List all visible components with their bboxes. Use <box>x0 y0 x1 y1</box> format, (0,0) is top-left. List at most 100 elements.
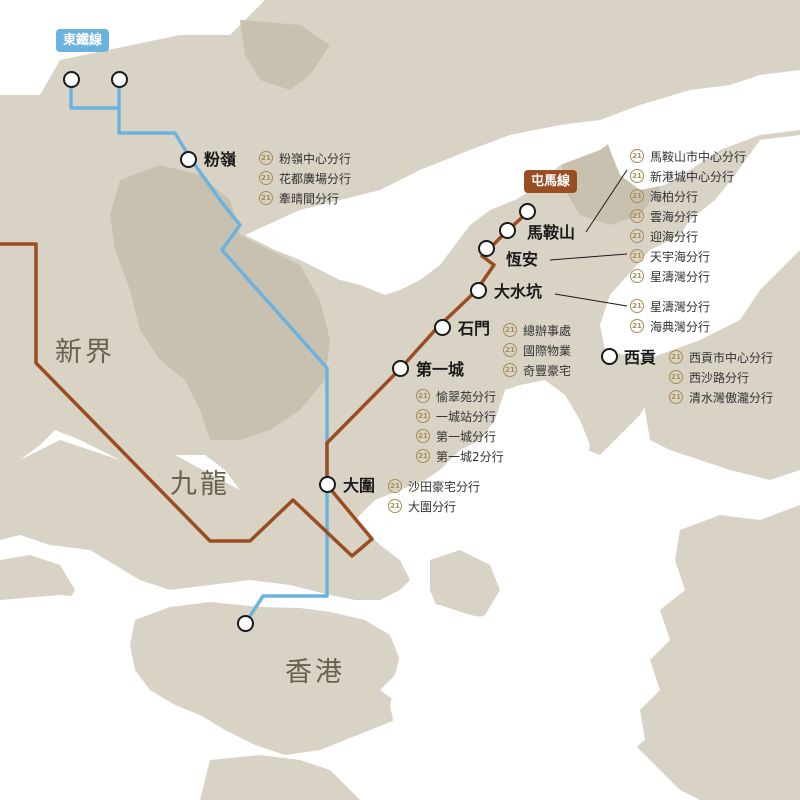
branch-label: 總辦事處 <box>523 323 572 338</box>
station-fanling[interactable] <box>180 151 197 168</box>
centaline-badge-icon: 21 <box>416 389 430 403</box>
branch-item[interactable]: 21 牽晴間分行 <box>259 188 351 208</box>
branch-item[interactable]: 21 第一城2分行 <box>416 446 504 466</box>
harbour-sea <box>0 585 700 800</box>
tuen-ma-line-label[interactable]: 屯馬線 <box>524 170 578 193</box>
branch-item[interactable]: 21 總辦事處 <box>503 320 571 340</box>
tolo-harbour-sea <box>245 120 620 295</box>
branch-item[interactable]: 21 花都廣場分行 <box>259 168 351 188</box>
centaline-badge-icon: 21 <box>630 319 644 333</box>
branch-item[interactable]: 21 一城站分行 <box>416 406 504 426</box>
centaline-badge-icon: 21 <box>416 449 430 463</box>
station-fanling-name: 粉嶺 <box>204 150 237 169</box>
station-city-one-name: 第一城 <box>416 360 465 379</box>
centaline-badge-icon: 21 <box>503 323 517 337</box>
station-city-one[interactable] <box>392 360 409 377</box>
branch-item[interactable]: 21 清水灣傲瀧分行 <box>669 387 773 407</box>
centaline-badge-icon: 21 <box>259 171 273 185</box>
branch-label: 第一城2分行 <box>436 449 504 464</box>
tolo-channel-sea <box>600 70 800 190</box>
branch-item[interactable]: 21 星濤灣分行 <box>630 266 710 286</box>
tuen-ma-terminus-station[interactable] <box>519 203 536 220</box>
station-sai-kung-name: 西貢 <box>624 348 657 367</box>
centaline-badge-icon: 21 <box>503 343 517 357</box>
branch-item[interactable]: 21 國際物業 <box>503 340 571 360</box>
branch-label: 天宇海分行 <box>650 249 711 264</box>
station-ma-on-shan-name: 馬鞍山 <box>527 223 576 242</box>
hill-north <box>240 20 330 90</box>
branch-item[interactable]: 21 大圍分行 <box>388 496 480 516</box>
branch-label: 清水灣傲瀧分行 <box>689 390 774 405</box>
centaline-badge-icon: 21 <box>388 479 402 493</box>
south-land <box>200 755 360 800</box>
centaline-badge-icon: 21 <box>630 299 644 313</box>
ma-on-shan-pointer <box>585 169 628 233</box>
east-rail-terminus-station-2[interactable] <box>111 71 128 88</box>
east-rail-line-label[interactable]: 東鐵線 <box>56 29 110 52</box>
kowloon-land <box>0 440 410 600</box>
centaline-badge-icon: 21 <box>503 363 517 377</box>
small-island-land <box>430 550 500 625</box>
centaline-badge-icon: 21 <box>630 249 644 263</box>
centaline-badge-icon: 21 <box>388 499 402 513</box>
centaline-badge-icon: 21 <box>259 191 273 205</box>
branch-label: 海典灣分行 <box>650 319 711 334</box>
branch-label: 大圍分行 <box>408 499 457 514</box>
branch-label: 星濤灣分行 <box>650 269 711 284</box>
east-rail-hong-kong-station[interactable] <box>237 615 254 632</box>
sai-kung-peninsula-land <box>645 250 800 480</box>
station-heng-on-name: 恆安 <box>506 250 539 269</box>
hong-kong-island-land <box>130 600 400 755</box>
station-tai-wai-name: 大圍 <box>343 476 376 495</box>
port-shelter-sea <box>505 380 590 500</box>
centaline-badge-icon: 21 <box>259 151 273 165</box>
tai-shui-hang-pointer <box>554 293 628 307</box>
branch-item[interactable]: 21 天宇海分行 <box>630 246 710 266</box>
east-rail-terminus-station-1[interactable] <box>63 71 80 88</box>
branch-label: 迎海分行 <box>650 229 699 244</box>
station-heng-on[interactable] <box>478 240 495 257</box>
land-dark-layer <box>110 20 660 440</box>
east-islands-land <box>600 505 800 800</box>
branch-label: 國際物業 <box>523 343 572 358</box>
branch-label: 花都廣場分行 <box>279 171 352 186</box>
centaline-badge-icon: 21 <box>416 429 430 443</box>
branch-label: 牽晴間分行 <box>279 191 340 206</box>
branch-item[interactable]: 21 海柏分行 <box>630 186 746 206</box>
branch-list-heng-on: 21 天宇海分行 21 星濤灣分行 <box>630 246 710 286</box>
station-sai-kung[interactable] <box>601 348 618 365</box>
branch-item[interactable]: 21 沙田豪宅分行 <box>388 476 480 496</box>
centaline-badge-icon: 21 <box>630 269 644 283</box>
branch-item[interactable]: 21 海典灣分行 <box>630 316 710 336</box>
station-shek-mun[interactable] <box>434 319 451 336</box>
branch-list-tai-wai: 21 沙田豪宅分行 21 大圍分行 <box>388 476 480 516</box>
station-tai-shui-hang[interactable] <box>470 282 487 299</box>
centaline-badge-icon: 21 <box>630 189 644 203</box>
centaline-badge-icon: 21 <box>669 390 683 404</box>
branch-label: 海柏分行 <box>650 189 699 204</box>
branch-label: 新港城中心分行 <box>650 169 735 184</box>
hill-central <box>110 165 330 440</box>
branch-label: 沙田豪宅分行 <box>408 479 481 494</box>
station-ma-on-shan[interactable] <box>499 222 516 239</box>
centaline-badge-icon: 21 <box>416 409 430 423</box>
heng-on-pointer <box>549 253 628 261</box>
branch-label: 一城站分行 <box>436 409 497 424</box>
station-tai-wai[interactable] <box>319 476 336 493</box>
region-kowloon: 九龍 <box>170 469 230 500</box>
